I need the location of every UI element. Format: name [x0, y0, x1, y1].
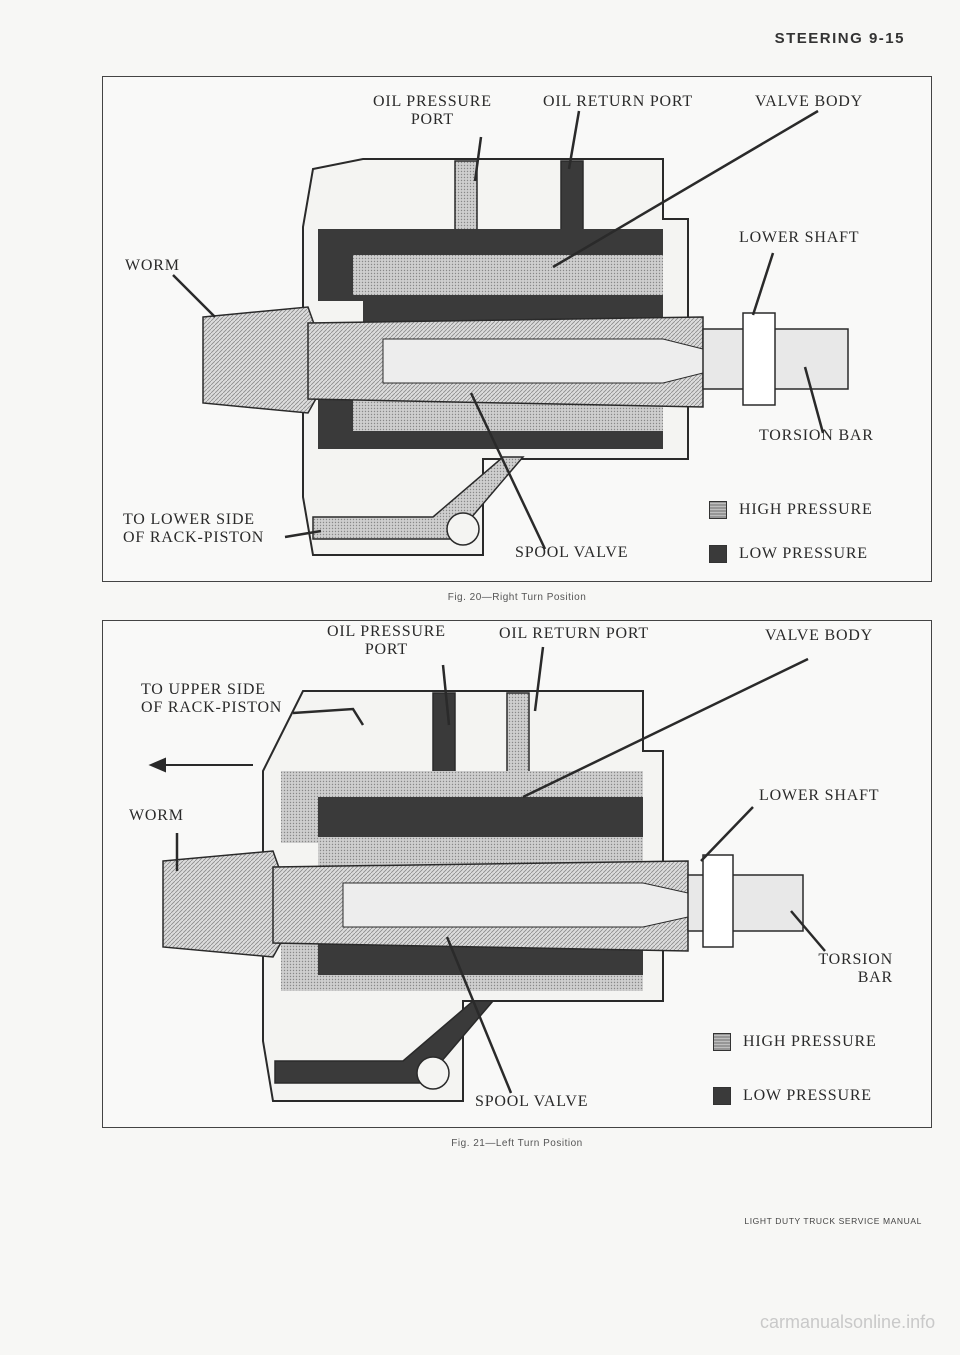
- label-rack-piston: TO UPPER SIDE OF RACK-PISTON: [141, 681, 283, 716]
- figure-left-turn: OIL PRESSURE PORT OIL RETURN PORT VALVE …: [102, 620, 932, 1128]
- figure-caption-21: Fig. 21—Left Turn Position: [451, 1138, 583, 1149]
- page-header: STEERING 9-15: [774, 30, 905, 47]
- valve-diagram-left-turn: [148, 646, 826, 1102]
- high-pressure-swatch: [713, 1033, 731, 1051]
- label-valve-body: VALVE BODY: [755, 93, 864, 110]
- valve-diagram-right-turn: [172, 109, 849, 556]
- legend-high-pressure: HIGH PRESSURE: [713, 1033, 877, 1051]
- label-torsion-bar: TORSION BAR: [759, 427, 874, 444]
- low-pressure-swatch: [709, 545, 727, 563]
- label-oil-pressure-port: OIL PRESSURE PORT: [327, 623, 446, 658]
- watermark: carmanualsonline.info: [760, 1312, 936, 1332]
- label-torsion-bar: TORSION BAR: [818, 951, 893, 986]
- label-lower-shaft: LOWER SHAFT: [759, 787, 880, 804]
- label-worm: WORM: [125, 257, 180, 274]
- high-pressure-swatch: [709, 501, 727, 519]
- legend-low-label: LOW PRESSURE: [739, 545, 868, 562]
- figure-caption-20: Fig. 20—Right Turn Position: [447, 592, 587, 603]
- figure-right-turn: OIL PRESSURE PORT OIL RETURN PORT VALVE …: [102, 76, 932, 582]
- label-oil-return-port: OIL RETURN PORT: [543, 93, 693, 110]
- footer-manual-title: LIGHT DUTY TRUCK SERVICE MANUAL: [744, 1216, 922, 1226]
- label-rack-piston: TO LOWER SIDE OF RACK-PISTON: [123, 511, 265, 546]
- legend-high-label: HIGH PRESSURE: [743, 1033, 877, 1050]
- legend-low-label: LOW PRESSURE: [743, 1087, 872, 1104]
- label-valve-body: VALVE BODY: [765, 627, 874, 644]
- legend-high-label: HIGH PRESSURE: [739, 501, 873, 518]
- low-pressure-swatch: [713, 1087, 731, 1105]
- label-spool-valve: SPOOL VALVE: [475, 1093, 589, 1110]
- label-lower-shaft: LOWER SHAFT: [739, 229, 860, 246]
- legend-low-pressure: LOW PRESSURE: [709, 545, 868, 563]
- legend-low-pressure: LOW PRESSURE: [713, 1087, 872, 1105]
- legend-high-pressure: HIGH PRESSURE: [709, 501, 873, 519]
- label-worm: WORM: [129, 807, 184, 824]
- label-oil-return-port: OIL RETURN PORT: [499, 625, 649, 642]
- label-oil-pressure-port: OIL PRESSURE PORT: [373, 93, 492, 128]
- label-spool-valve: SPOOL VALVE: [515, 544, 629, 561]
